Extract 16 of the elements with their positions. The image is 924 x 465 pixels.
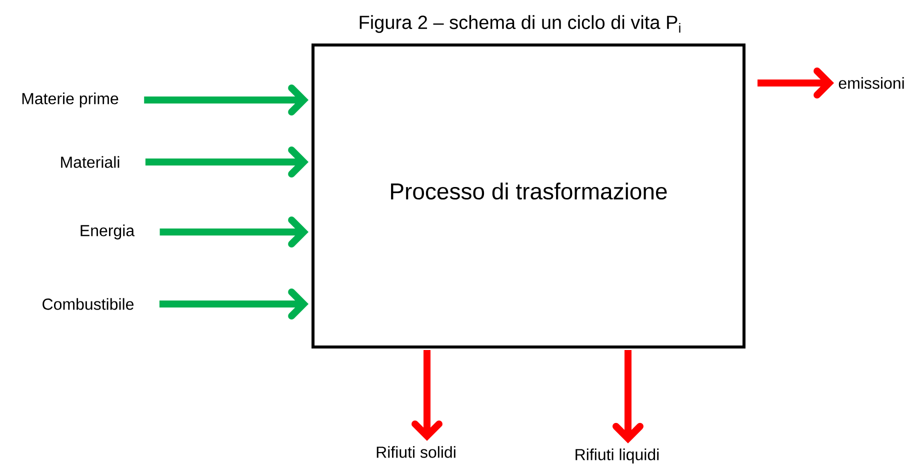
process-box: Processo di trasformazione [312, 44, 746, 348]
flow-label: Rifiuti liquidi [576, 448, 659, 464]
arrow [612, 350, 644, 444]
arrow [159, 288, 308, 320]
flow-label: Materie prime [22, 92, 118, 108]
flow-label: Combustibile [42, 298, 134, 310]
arrow [160, 216, 309, 248]
flow-label: Rifiuti solidi [376, 446, 456, 458]
figure-title: Figura 2 – schema di un ciclo di vita P$_{i}$ [360, 15, 680, 33]
arrow [412, 350, 442, 441]
flow-label: Materiali [61, 156, 120, 168]
arrow [144, 84, 308, 116]
arrow [758, 68, 834, 98]
flow-label: Energia [80, 224, 135, 240]
arrow [145, 146, 308, 178]
flow-label: emissioni [838, 77, 904, 89]
